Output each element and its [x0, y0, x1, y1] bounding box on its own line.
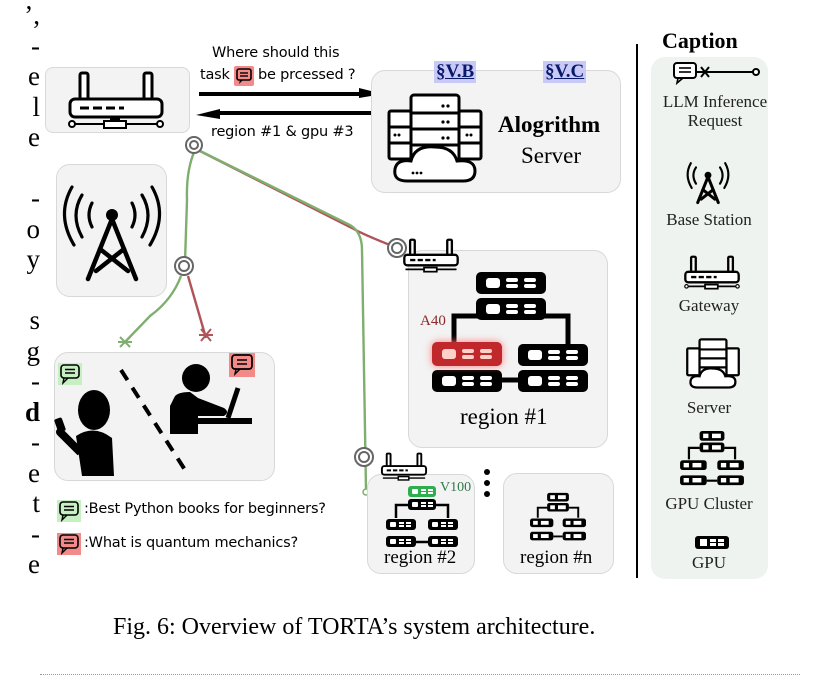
- node-ring-region1: [387, 238, 407, 258]
- left-fragment: ’,: [24, 0, 40, 30]
- left-fragment: e: [28, 549, 40, 579]
- request-question-line1: Where should this: [212, 45, 340, 61]
- server-title: Alogrithm: [498, 112, 601, 137]
- region2-gpu-cluster-icon: [386, 486, 458, 547]
- response-arrow-left: [196, 109, 381, 119]
- server-subtitle: Server: [521, 143, 582, 168]
- left-fragment: s: [29, 305, 40, 335]
- caption-gpu-icon: [695, 536, 729, 549]
- caption-gpu-cluster-icon: [680, 431, 744, 486]
- section-tag-vb[interactable]: §V.B: [434, 61, 477, 83]
- left-fragment: g: [26, 335, 41, 366]
- left-fragment: o: [26, 213, 41, 244]
- gpu-unit: [432, 272, 588, 392]
- caption-gateway-icon: [684, 255, 740, 290]
- base-station-icon: [62, 185, 162, 282]
- base-station-panel: [56, 164, 167, 297]
- caption-separator: [636, 44, 638, 578]
- left-fragment: y: [26, 244, 41, 274]
- left-fragment: -: [31, 427, 40, 457]
- link-gateway-to-basestation: [183, 149, 197, 263]
- region1-label: region #1: [460, 404, 548, 429]
- gateway-icon: [68, 71, 164, 129]
- request-question-line2-after: be prcessed ?: [258, 67, 356, 83]
- region-n-label: region #n: [520, 547, 593, 568]
- caption-label-base-station: Base Station: [666, 210, 752, 229]
- node-ring-region2: [354, 447, 374, 467]
- left-fragment: e: [28, 457, 40, 488]
- left-fragment: -: [31, 366, 40, 396]
- region1-gateway-icon: [403, 238, 459, 273]
- caption-panel: [651, 57, 768, 579]
- caption-label-gateway: Gateway: [678, 296, 740, 315]
- request-question-line2-before: task: [200, 67, 230, 83]
- region1-gpu-label: A40: [420, 313, 446, 329]
- caption-title: Caption: [662, 28, 738, 53]
- region-n-panel: [503, 473, 614, 574]
- left-fragment: -: [31, 183, 40, 213]
- legend-green-bubble-icon: [57, 500, 81, 523]
- node-ring-gateway: [185, 136, 203, 154]
- caption-server-icon: [686, 338, 740, 389]
- red-request-bubble-icon: [234, 66, 254, 86]
- caption-label-server: Server: [686, 398, 732, 417]
- legend-red-request-text: :What is quantum mechanics?: [84, 535, 298, 551]
- legend-red-bubble-icon: [57, 533, 81, 556]
- caption-label-gpu: GPU: [691, 553, 726, 572]
- left-fragment: t: [32, 488, 40, 518]
- region-n-gpu-cluster-icon: [530, 492, 586, 541]
- left-fragment: e: [28, 122, 40, 152]
- server-icon: [387, 93, 483, 183]
- left-fragment: l: [32, 91, 40, 122]
- region2-label: region #2: [384, 547, 457, 568]
- link-gateway-to-region2-green: [195, 147, 368, 491]
- region2-gateway-icon: [380, 452, 428, 481]
- caption-label-llm-request: LLM Inference Request: [662, 92, 768, 130]
- left-fragment: -: [31, 30, 40, 61]
- red-request-bubble-icon-user: [229, 353, 255, 377]
- left-fragment: d: [24, 396, 40, 427]
- left-fragment: e: [28, 61, 40, 91]
- more-regions-ellipsis: [484, 469, 490, 497]
- response-answer: region #1 & gpu #3: [211, 124, 354, 140]
- legend-green-request-text: :Best Python books for beginners?: [84, 501, 326, 517]
- laptop-user-icon: [170, 364, 252, 434]
- caption-base-station-icon: [686, 162, 730, 205]
- left-fragment: -: [31, 518, 40, 549]
- link-basestation-to-user-red: [186, 275, 208, 339]
- request-marker-green: [118, 336, 132, 348]
- green-request-bubble-icon: [58, 363, 82, 386]
- region2-gpu-label: V100: [440, 480, 472, 495]
- mobile-user-icon: [54, 390, 114, 476]
- link-basestation-to-user-green: [123, 275, 183, 344]
- request-arrow-right: [199, 88, 383, 98]
- caption-label-gpu-cluster: GPU Cluster: [665, 494, 753, 513]
- section-tag-vc[interactable]: §V.C: [543, 61, 587, 83]
- figure-caption: Fig. 6: Overview of TORTA’s system archi…: [113, 614, 596, 640]
- request-marker-red: [199, 328, 213, 342]
- node-ring-basestation: [174, 256, 194, 276]
- llm-request-icon: [673, 62, 760, 86]
- region1-gpu-cluster-icon: [432, 272, 588, 392]
- partial-bottom-text-line: [40, 668, 800, 677]
